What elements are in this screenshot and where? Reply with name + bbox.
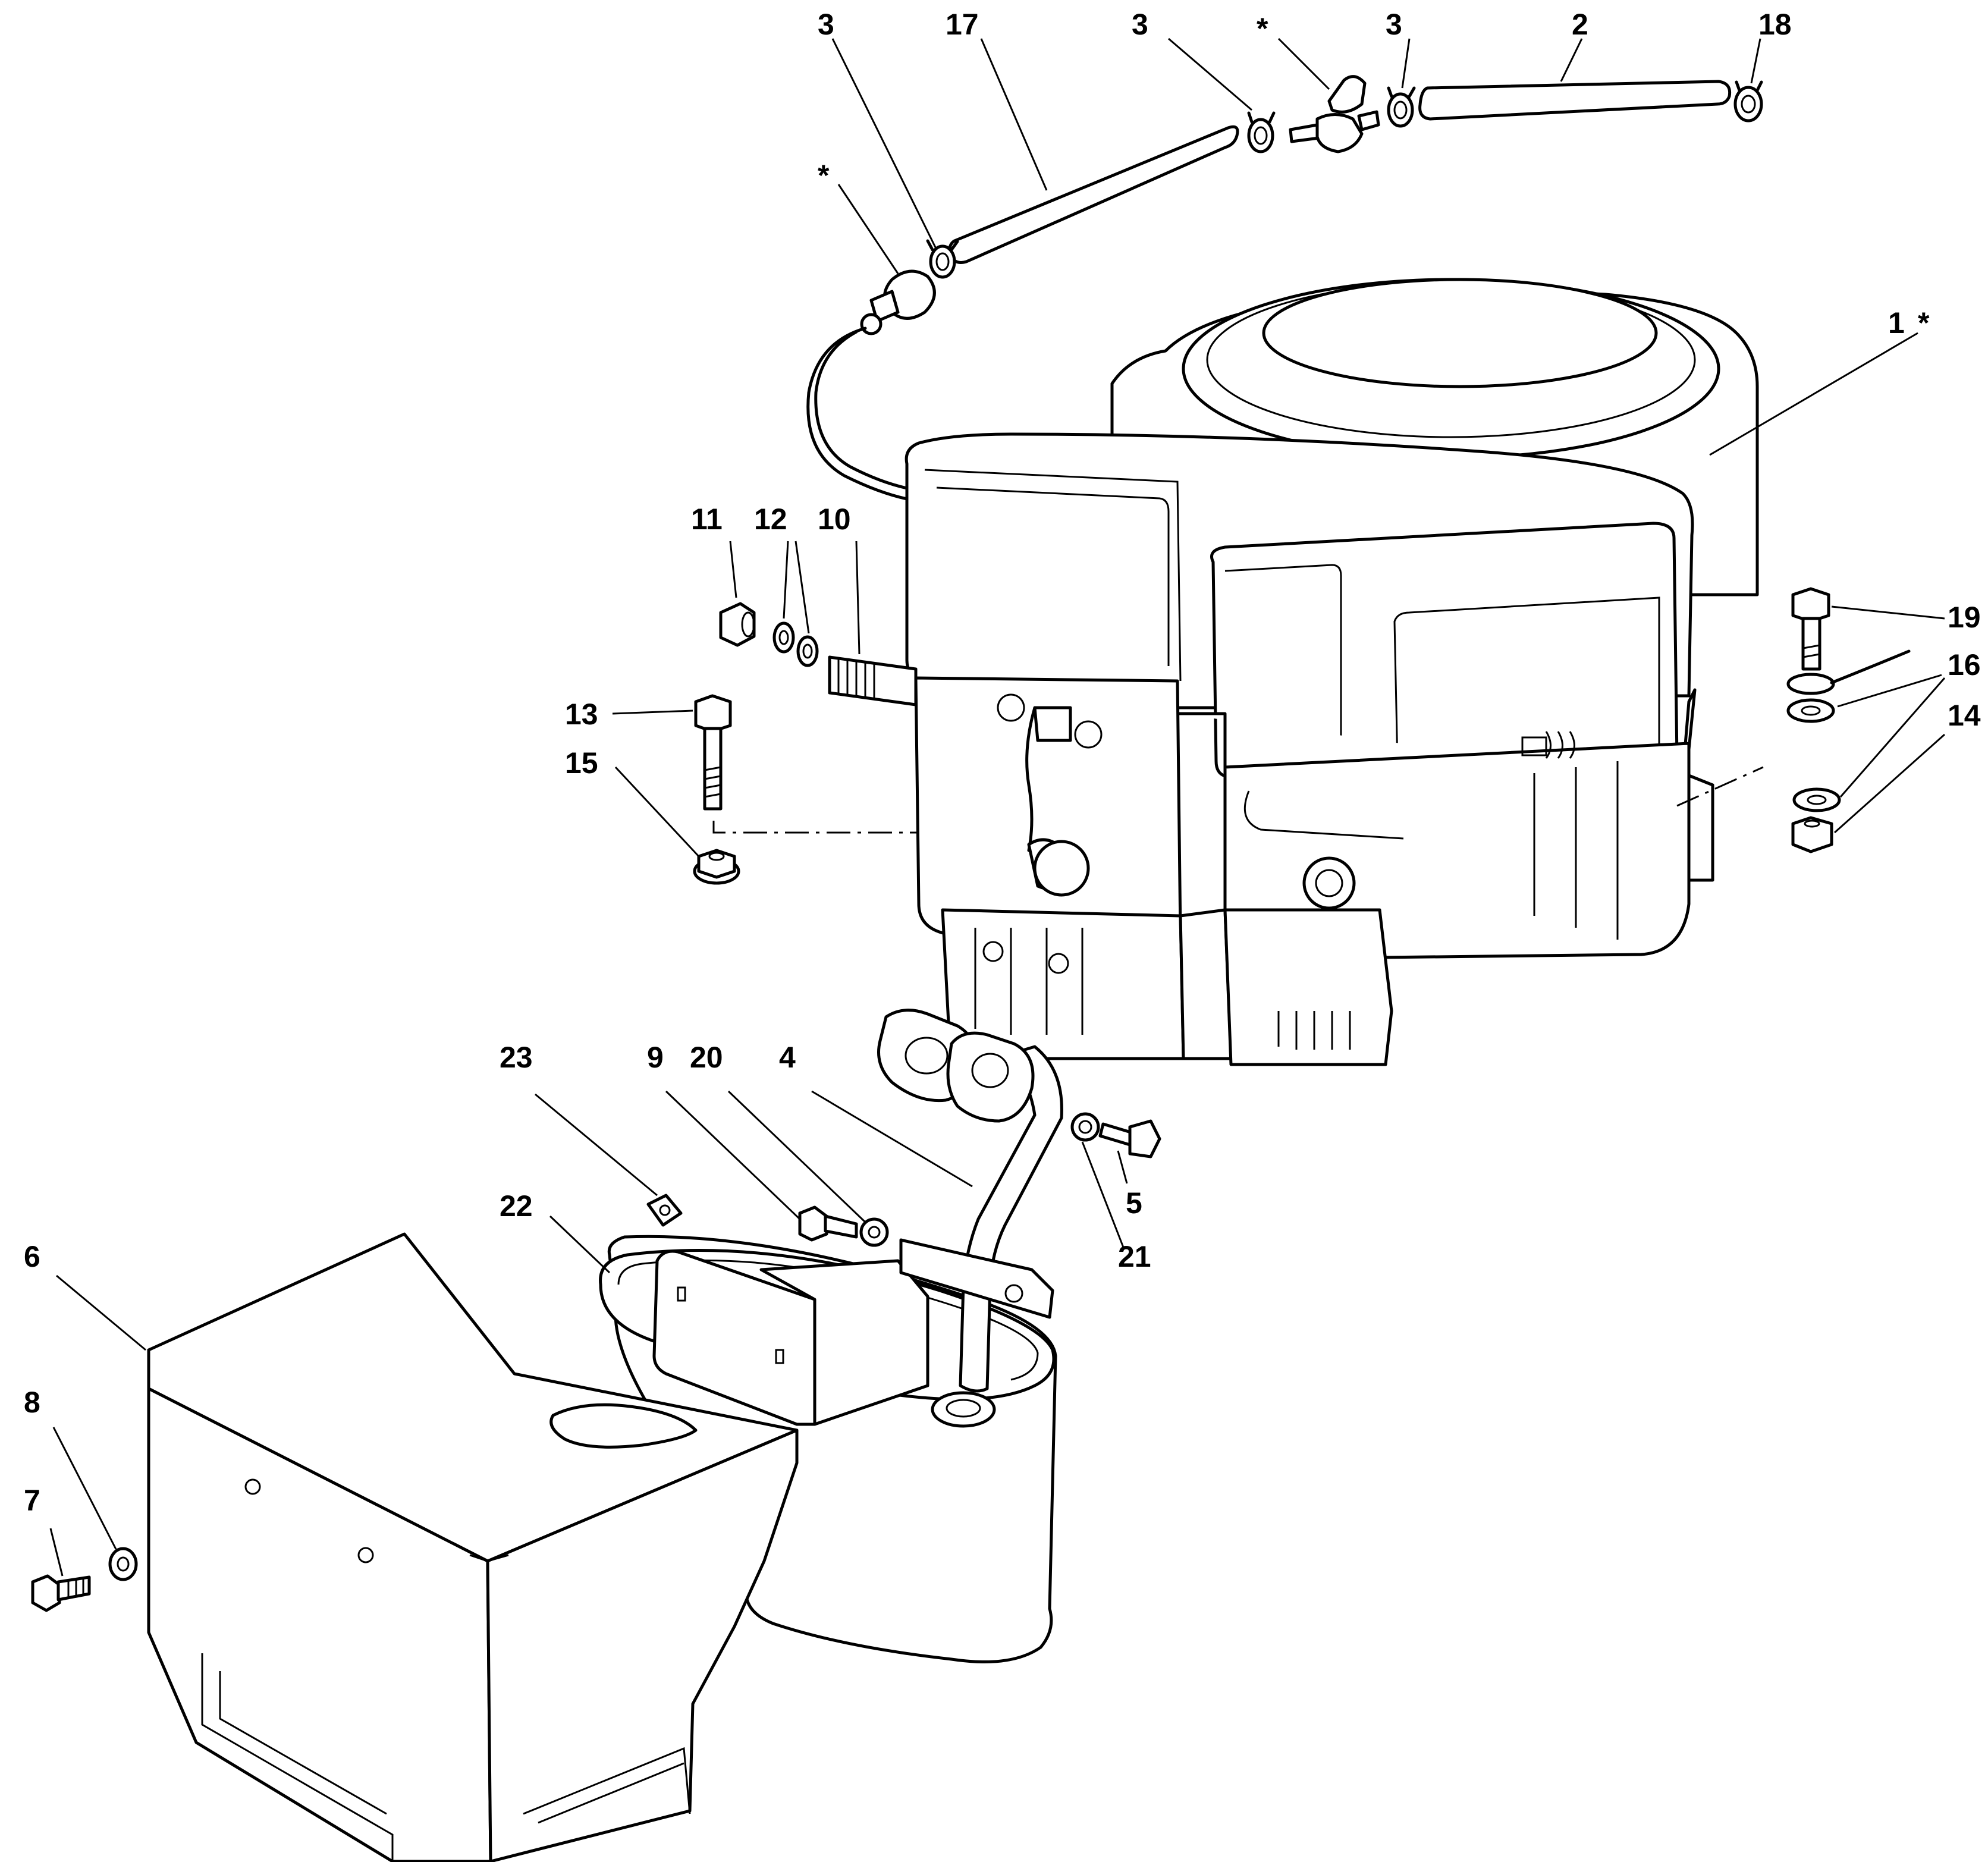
fuel-hose-17 [948,125,1239,264]
fuel-hose-2 [1418,80,1732,121]
callout-5: 5 [1126,1186,1142,1220]
washer-21 [1070,1112,1100,1142]
washer-8 [108,1547,138,1581]
left-mount-hardware [693,602,919,885]
clip-nut-23 [646,1194,683,1227]
leader-lines [49,37,1946,1577]
heat-shield-side [486,1428,799,1862]
lock-washer-16a [1786,698,1835,723]
callout-3-filter-clip: 3 [818,8,834,41]
callout-20: 20 [690,1041,723,1074]
washer-12b [796,635,819,667]
fuel-line-to-carb [806,326,912,501]
hose-clip-3a [926,239,959,279]
shroud-side-panel [1210,522,1679,778]
hose-clip-18 [1733,80,1763,123]
callout-13: 13 [565,698,598,731]
fuel-line-assembly [806,75,1763,501]
callout-21: 21 [1118,1240,1151,1273]
exhaust-assembly [599,1009,1161,1663]
bolt-13 [694,694,732,811]
callout-1-star: * [1918,306,1930,340]
bolt-19 [1791,587,1830,671]
callout-15: 15 [565,746,598,780]
right-mount-hardware [1676,587,1911,853]
exhaust-pipe-4 [959,1045,1063,1393]
washer-12a [772,621,795,654]
bolt-9 [798,1205,858,1242]
engine-assembly [905,278,1759,1066]
callout-3-mid-clip: 3 [1132,8,1148,41]
callout-2: 2 [1572,8,1588,41]
callout-labels: 3 17 3 * 3 2 18 * 1 * 11 12 10 19 16 14 … [24,8,1981,1517]
callout-1: 1 [1888,306,1905,340]
callout-19: 19 [1948,601,1981,634]
callout-17: 17 [946,8,979,41]
stud-10 [828,655,918,707]
callout-22: 22 [500,1189,533,1223]
ground-terminal [1786,673,1835,695]
callout-6: 6 [24,1240,40,1273]
hose-clip-3b [1247,111,1276,153]
callout-star-filter: * [818,159,830,192]
callout-9: 9 [647,1041,664,1074]
nut-14 [1791,816,1833,853]
callout-11: 11 [691,503,723,536]
exhaust-flange [946,1031,1035,1123]
nut-11 [719,602,756,647]
flange-nut-15 [693,849,740,885]
callout-7: 7 [24,1484,40,1517]
callout-4: 4 [779,1041,796,1074]
callout-3-right-clip: 3 [1386,8,1402,41]
callout-10: 10 [818,503,851,536]
muffler-heat-shield [147,1232,799,1862]
muffler-bracket [652,1249,816,1426]
fuel-filter [860,269,936,335]
hose-clip-3c [1387,86,1416,128]
bolt-5 [1098,1119,1161,1158]
fuel-shutoff-valve [1289,75,1380,153]
heat-shield-opening [549,1403,698,1449]
bolt-7 [31,1574,91,1612]
callout-18: 18 [1758,8,1792,41]
callout-14: 14 [1948,699,1981,732]
lock-washer-16b [1792,787,1841,812]
callout-23: 23 [500,1041,533,1074]
callout-16: 16 [1948,648,1981,682]
washer-20 [859,1217,889,1247]
spark-plug-wire [1025,706,1037,852]
callout-star-valve: * [1257,12,1268,45]
muffler-outlet [931,1391,996,1428]
callout-12: 12 [754,503,787,536]
callout-8: 8 [24,1386,40,1419]
